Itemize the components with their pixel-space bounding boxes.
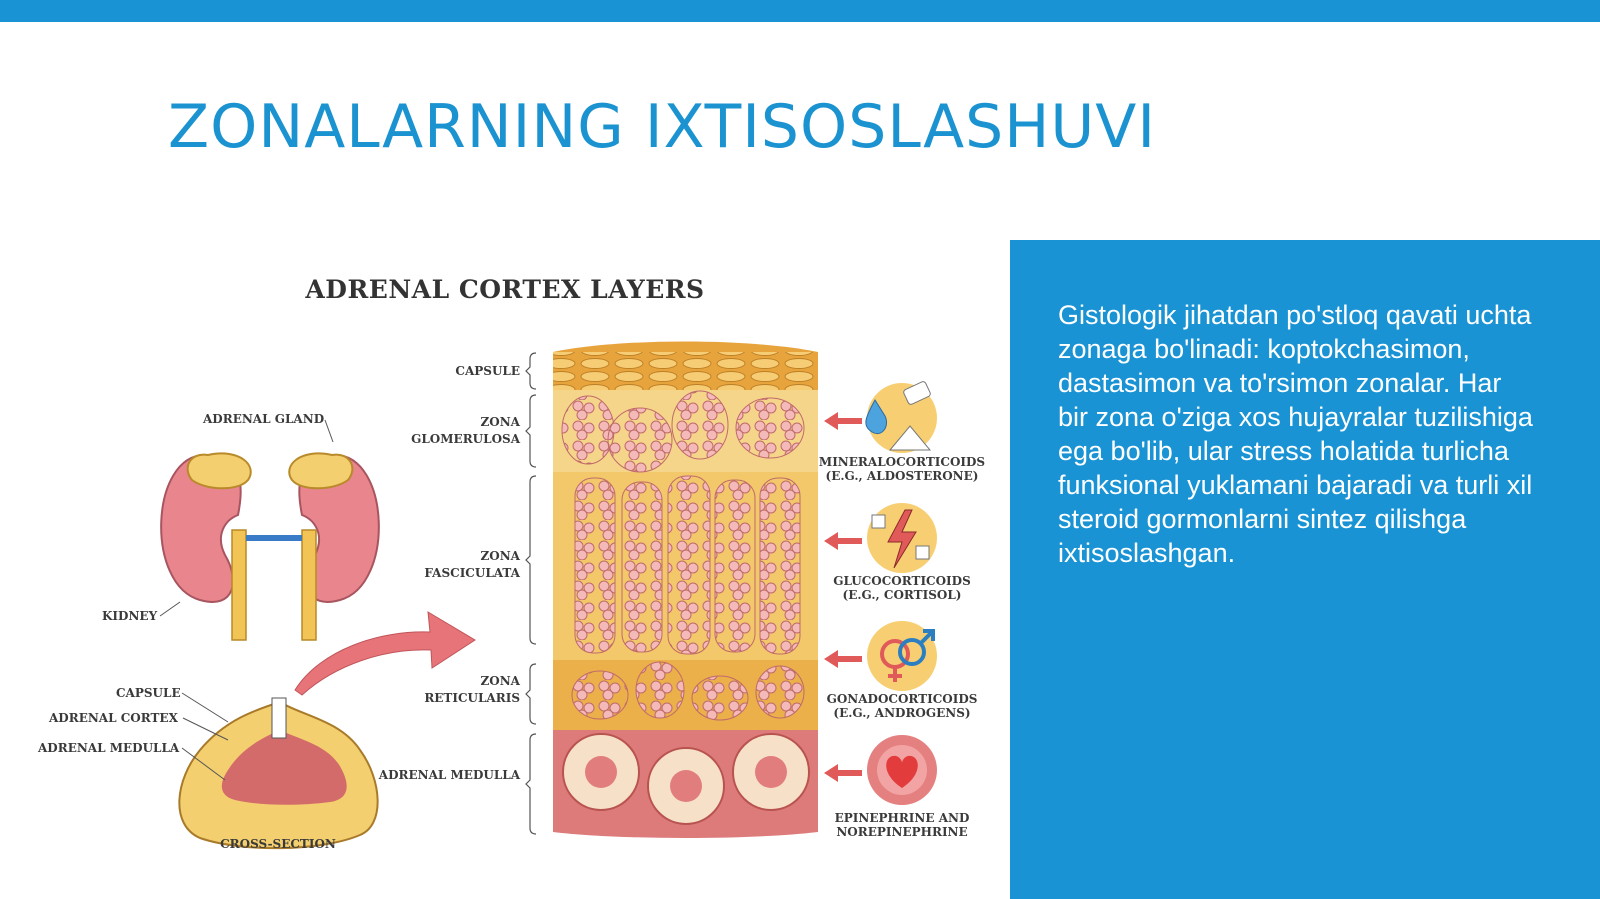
label-adrenal-cortex: ADRENAL CORTEX [48, 711, 179, 725]
figure-title: ADRENAL CORTEX LAYERS [304, 275, 704, 304]
hormone-label-glucocorticoids-1: GLUCOCORTICOIDS [833, 574, 971, 588]
description-text: Gistologik jihatdan po'stloq qavati ucht… [1058, 300, 1533, 568]
hormone-label-mineralocorticoids-1: MINERALOCORTICOIDS [819, 455, 985, 469]
cross-section-illustration [178, 697, 379, 850]
layer-label-glomerulosa-1: ZONA [481, 415, 521, 429]
label-cross-section: CROSS-SECTION [220, 837, 336, 851]
water-salt-icon [865, 381, 937, 453]
label-adrenal-medulla-left: ADRENAL MEDULLA [37, 741, 180, 755]
lightning-sugar-icon [867, 503, 937, 573]
layer-label-fasciculata-2: FASCICULATA [424, 566, 520, 580]
label-capsule-left: CAPSULE [116, 686, 181, 700]
layer-label-capsule: CAPSULE [455, 364, 520, 378]
adrenal-cortex-figure: ADRENAL CORTEX LAYERS ADRENAL GLAND KIDN… [0, 240, 990, 899]
layer-label-fasciculata-1: ZONA [481, 549, 521, 563]
zoom-arrow-icon [294, 611, 476, 696]
gender-symbols-icon [867, 621, 937, 691]
hormone-label-gonadocorticoids-2: (E.G., ANDROGENS) [833, 706, 970, 720]
heart-icon [867, 735, 937, 805]
kidneys-illustration [160, 452, 380, 641]
layer-column [553, 341, 818, 838]
label-adrenal-gland: ADRENAL GLAND [202, 412, 324, 426]
description-panel: Gistologik jihatdan po'stloq qavati ucht… [1010, 240, 1600, 899]
layer-label-adrenal-medulla: ADRENAL MEDULLA [378, 768, 521, 782]
slide-title: ZONALARNING IXTISOSLASHUVI [168, 92, 1157, 162]
hormone-label-gonadocorticoids-1: GONADOCORTICOIDS [827, 692, 978, 706]
hormone-label-epinephrine-1: EPINEPHRINE AND [835, 811, 970, 825]
hormone-label-glucocorticoids-2: (E.G., CORTISOL) [843, 588, 962, 602]
layer-label-reticularis-1: ZONA [481, 674, 521, 688]
hormone-label-epinephrine-2: NOREPINEPHRINE [836, 825, 967, 839]
layer-label-glomerulosa-2: GLOMERULOSA [411, 432, 521, 446]
hormone-label-mineralocorticoids-2: (E.G., ALDOSTERONE) [826, 469, 979, 483]
layer-label-reticularis-2: RETICULARIS [424, 691, 520, 705]
top-accent-bar [0, 0, 1600, 22]
label-kidney: KIDNEY [102, 609, 158, 623]
